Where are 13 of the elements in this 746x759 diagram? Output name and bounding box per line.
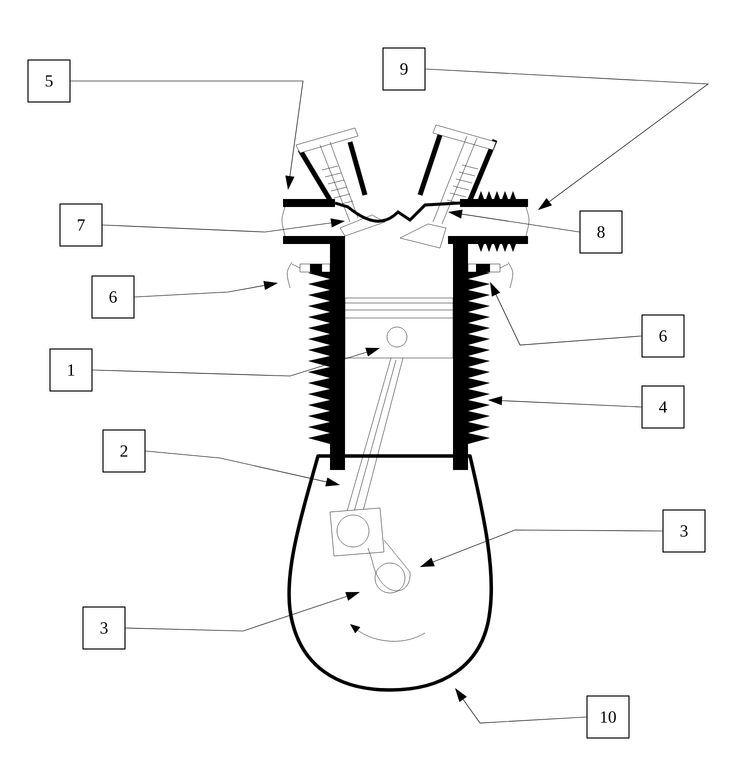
callout-box: 6 [92,276,134,318]
callout-box: 4 [642,386,684,428]
callout-box: 5 [28,60,70,102]
callout-box: 3 [82,606,126,650]
callout-box: 10 [586,696,630,738]
callout-box: 2 [102,430,146,472]
callout-box: 7 [60,204,102,246]
callout-box: 3 [662,510,706,552]
callout-box: 6 [642,314,684,358]
callout-box: 1 [50,348,92,392]
leader-line [425,68,709,210]
callout-box: 8 [580,210,622,254]
callout-box: 9 [382,48,426,90]
